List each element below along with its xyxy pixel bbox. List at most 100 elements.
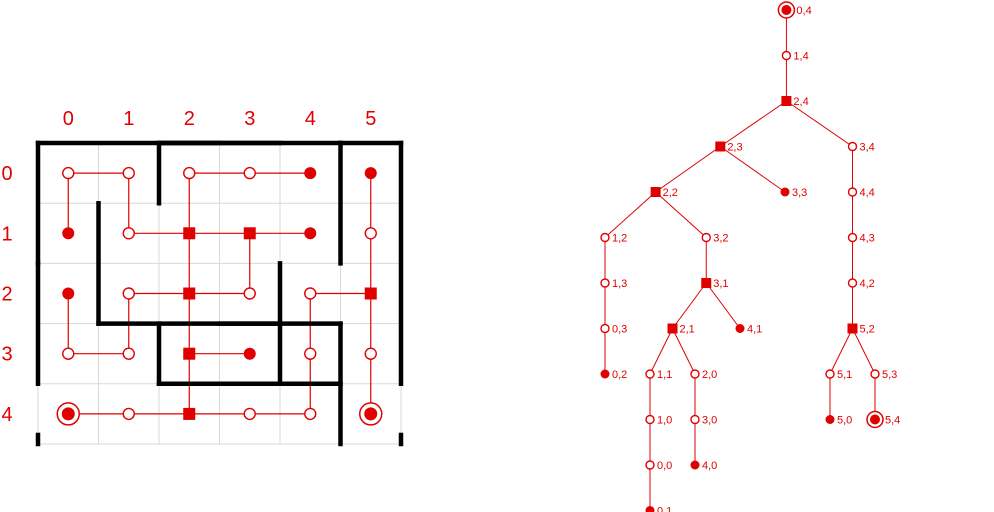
maze-node-dead-end xyxy=(304,167,317,180)
tree-node-label: 0,1 xyxy=(657,506,672,512)
tree-edge xyxy=(672,282,707,329)
maze-node-endpoint-dot xyxy=(364,407,378,421)
tree-node-junction xyxy=(715,141,726,152)
tree-edge xyxy=(786,100,853,147)
maze-node-open xyxy=(183,166,196,180)
tree-node-label: 0,4 xyxy=(796,5,811,17)
tree-node-label: 1,1 xyxy=(657,369,672,381)
maze-node-open xyxy=(122,166,135,180)
tree-node-open xyxy=(781,50,792,61)
row-label: 2 xyxy=(1,284,12,306)
row-label: 4 xyxy=(1,404,12,426)
row-label: 1 xyxy=(1,223,12,245)
tree-node-open xyxy=(600,323,610,334)
tree-node-junction xyxy=(650,187,661,197)
maze-node-junction xyxy=(183,407,196,420)
row-label: 3 xyxy=(1,344,12,366)
tree-node-open xyxy=(690,369,700,379)
maze-path-edges xyxy=(67,172,372,415)
tree-node-label: 0,0 xyxy=(657,460,672,472)
maze-node-dead-end xyxy=(62,287,75,300)
tree-node-open xyxy=(600,232,610,243)
maze-node-open xyxy=(364,347,377,360)
tree-edges xyxy=(604,10,876,511)
column-label: 4 xyxy=(305,108,316,130)
tree-node-open xyxy=(645,369,655,379)
maze-node-open xyxy=(122,287,135,300)
maze-node-dead-end xyxy=(364,167,377,180)
column-label: 3 xyxy=(244,108,255,130)
maze-node-dead-end xyxy=(62,227,75,240)
tree-node-open xyxy=(600,278,610,288)
tree-edge xyxy=(852,328,876,375)
tree-node-label: 4,4 xyxy=(860,187,875,199)
maze-node-dead-end xyxy=(243,347,256,360)
tree-node-label: 2,4 xyxy=(793,96,808,108)
maze-node-junction xyxy=(364,287,377,300)
row-label: 0 xyxy=(1,163,12,185)
column-label: 1 xyxy=(123,108,134,130)
tree-node-label: 4,0 xyxy=(702,460,717,472)
maze-node-junction xyxy=(183,227,196,240)
tree-node-endpoint-dot xyxy=(781,5,792,15)
tree-node-open xyxy=(847,232,858,243)
tree-node-junction xyxy=(701,278,712,288)
tree-node-junction xyxy=(847,323,858,334)
tree-node-label: 5,2 xyxy=(860,324,875,336)
tree-node-open xyxy=(870,369,880,379)
maze-node-open xyxy=(122,227,135,240)
tree-edge xyxy=(705,282,741,329)
tree-node-label: 3,0 xyxy=(702,415,717,427)
tree-edge xyxy=(655,191,707,238)
tree-node-dead-end xyxy=(600,369,610,379)
maze-node-open xyxy=(243,407,256,421)
tree-node-open xyxy=(847,278,858,288)
maze-node-dead-end xyxy=(304,227,317,240)
maze-walls xyxy=(35,140,404,447)
tree-edge xyxy=(720,146,786,193)
tree-node-open xyxy=(701,232,711,243)
tree-node-junction xyxy=(667,323,678,334)
tree-node-endpoint-dot xyxy=(870,414,880,425)
tree-node-label: 4,2 xyxy=(860,278,875,290)
tree-edge xyxy=(604,191,656,238)
maze-node-open xyxy=(243,287,256,300)
tree-node-open xyxy=(690,414,700,425)
tree-node-label: 3,1 xyxy=(713,278,728,290)
tree-node-open xyxy=(847,187,858,197)
tree-edge xyxy=(655,146,721,193)
tree-node-open xyxy=(645,460,655,470)
maze-node-endpoint-dot xyxy=(61,407,75,421)
tree-node-label: 0,2 xyxy=(612,369,627,381)
maze-node-junction xyxy=(183,287,196,300)
tree-node-label: 5,0 xyxy=(837,415,852,427)
tree-node-label: 2,0 xyxy=(702,369,717,381)
tree-node-label: 3,2 xyxy=(713,233,728,245)
maze-nodes xyxy=(56,166,383,426)
tree-node-label: 3,4 xyxy=(860,142,875,154)
tree-node-open xyxy=(645,414,655,425)
tree-node-label: 5,3 xyxy=(882,369,897,381)
tree-node-open xyxy=(847,141,858,152)
maze-node-open xyxy=(62,166,75,180)
maze-node-junction xyxy=(243,227,256,240)
tree-node-label: 5,4 xyxy=(885,415,900,427)
column-label: 2 xyxy=(184,108,195,130)
maze-row-labels: 0 1 2 3 4 xyxy=(1,163,12,426)
maze-node-open xyxy=(304,407,317,421)
maze-node-open xyxy=(243,166,256,180)
tree-node-dead-end xyxy=(690,460,700,470)
tree-node-label: 2,3 xyxy=(727,142,742,154)
maze-node-junction xyxy=(183,347,196,360)
tree-node-dead-end xyxy=(735,324,745,333)
tree-edge xyxy=(649,328,673,375)
tree-edge xyxy=(672,328,696,375)
tree-node-open xyxy=(825,369,835,379)
tree-edge xyxy=(720,100,787,147)
tree-node-junction xyxy=(781,96,792,106)
